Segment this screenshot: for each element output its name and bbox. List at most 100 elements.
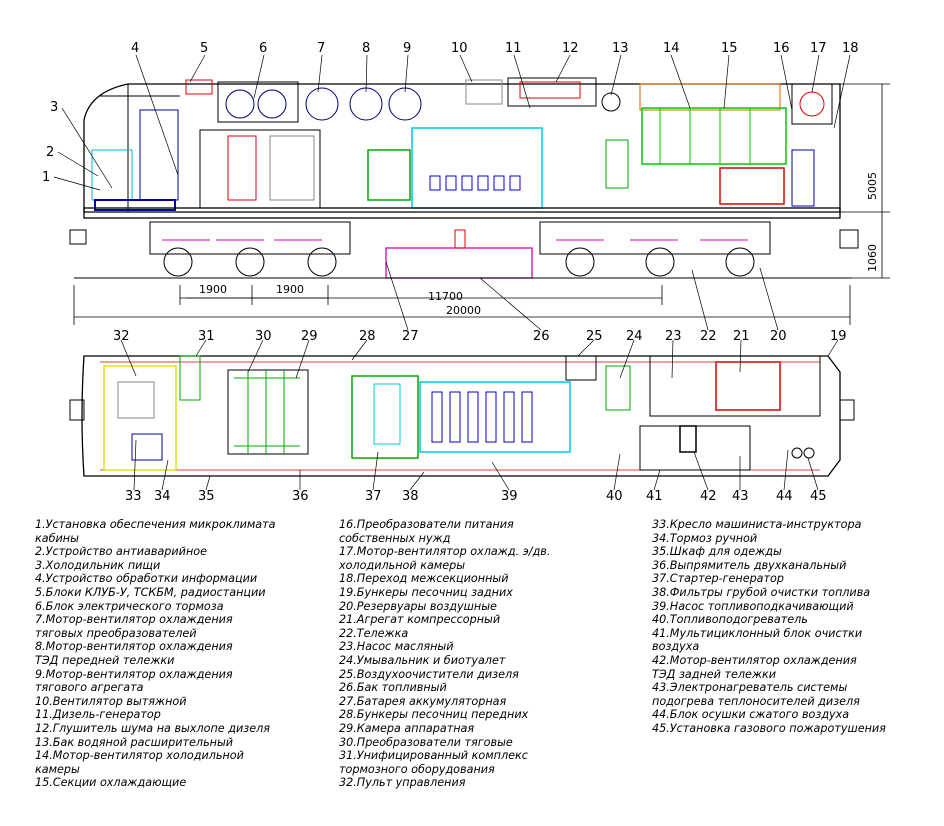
callout-30: 30 bbox=[255, 329, 272, 344]
callout-44: 44 bbox=[776, 489, 793, 504]
legend-item-6: 6.Блок электрического тормоза bbox=[35, 599, 224, 613]
legend-item-26: 26.Бак топливный bbox=[339, 681, 447, 695]
legend-item-25: 25.Воздухоочистители дизеля bbox=[339, 667, 519, 681]
legend-item-13: 13.Бак водяной расширительный bbox=[35, 735, 234, 749]
callout-7: 7 bbox=[317, 41, 325, 56]
callout-9: 9 bbox=[403, 41, 411, 56]
callout-41: 41 bbox=[646, 489, 663, 504]
legend-item-11: 11.Дизель-генератор bbox=[35, 708, 161, 722]
callout-20: 20 bbox=[770, 329, 787, 344]
legend-item-8: 8.Мотор-вентилятор охлаждения ТЭД передн… bbox=[35, 640, 233, 667]
callout-17: 17 bbox=[810, 41, 827, 56]
legend-item-7: 7.Мотор-вентилятор охлаждения тяговых пр… bbox=[35, 613, 233, 640]
legend-item-31: 31.Унифицированный комплекс тормозного о… bbox=[339, 749, 528, 776]
locomotive-drawing: 1900 1900 11700 20000 5005 1060 bbox=[42, 41, 890, 504]
dim-1900-a: 1900 bbox=[199, 283, 227, 296]
callouts-left: 3 2 1 bbox=[42, 100, 58, 185]
legend-item-9: 9.Мотор-вентилятор охлаждения тягового а… bbox=[35, 667, 233, 695]
callout-39: 39 bbox=[501, 489, 518, 504]
legend-item-34: 34.Тормоз ручной bbox=[652, 531, 758, 545]
dim-20000: 20000 bbox=[446, 304, 481, 317]
callout-14: 14 bbox=[663, 41, 680, 56]
legend-item-5: 5.Блоки КЛУБ-У, ТСКБМ, радиостанции bbox=[35, 585, 266, 599]
legend-item-38: 38.Фильтры грубой очистки топлива bbox=[652, 585, 871, 599]
callout-2: 2 bbox=[46, 145, 54, 160]
legend-item-27: 27.Батарея аккумуляторная bbox=[339, 694, 507, 708]
legend-item-3: 3.Холодильник пищи bbox=[35, 558, 161, 572]
callout-11: 11 bbox=[505, 41, 522, 56]
callout-35: 35 bbox=[198, 489, 215, 504]
dimension-lines bbox=[73, 83, 890, 325]
callout-3: 3 bbox=[50, 100, 58, 115]
legend-item-16: 16.Преобразователи питания собственных н… bbox=[339, 518, 514, 545]
dim-1900-b: 1900 bbox=[276, 283, 304, 296]
dim-5005: 5005 bbox=[866, 172, 879, 200]
legend-item-37: 37.Стартер-генератор bbox=[652, 572, 784, 586]
legend-item-39: 39.Насос топливоподкачивающий bbox=[652, 599, 854, 613]
callout-5: 5 bbox=[200, 41, 208, 56]
legend-item-40: 40.Топливоподогреватель bbox=[652, 613, 808, 627]
callout-42: 42 bbox=[700, 489, 717, 504]
legend-item-24: 24.Умывальник и биотуалет bbox=[339, 653, 506, 667]
legend-item-23: 23.Насос масляный bbox=[339, 640, 454, 654]
callout-28: 28 bbox=[359, 329, 376, 344]
callout-36: 36 bbox=[292, 489, 309, 504]
callout-31: 31 bbox=[198, 329, 215, 344]
legend-item-2: 2.Устройство антиаварийное bbox=[35, 545, 207, 559]
legend-item-29: 29.Камера аппаратная bbox=[339, 721, 475, 735]
callouts-top: 4 5 6 7 8 9 10 11 12 13 14 15 16 17 18 bbox=[131, 41, 859, 56]
legend-item-30: 30.Преобразователи тяговые bbox=[339, 735, 513, 749]
legend-item-4: 4.Устройство обработки информации bbox=[35, 572, 258, 586]
callout-24: 24 bbox=[626, 329, 643, 344]
legend-item-18: 18.Переход межсекционный bbox=[339, 572, 509, 586]
callout-23: 23 bbox=[665, 329, 682, 344]
callout-26: 26 bbox=[533, 329, 550, 344]
callout-25: 25 bbox=[586, 329, 603, 344]
callout-16: 16 bbox=[773, 41, 790, 56]
callout-22: 22 bbox=[700, 329, 717, 344]
legend-item-12: 12.Глушитель шума на выхлопе дизеля bbox=[35, 721, 270, 735]
callout-29: 29 bbox=[301, 329, 318, 344]
callout-12: 12 bbox=[562, 41, 579, 56]
callout-45: 45 bbox=[810, 489, 827, 504]
legend-item-41: 41.Мультициклонный блок очистки воздуха bbox=[652, 626, 863, 654]
callout-43: 43 bbox=[732, 489, 749, 504]
legend-item-1: 1.Установка обеспечения микроклимата каб… bbox=[35, 518, 276, 545]
plan-view bbox=[69, 355, 855, 477]
legend-item-21: 21.Агрегат компрессорный bbox=[339, 613, 501, 627]
legend-item-14: 14.Мотор-вентилятор холодильной камеры bbox=[35, 749, 244, 776]
legend-item-45: 45.Установка газового пожаротушения bbox=[652, 721, 886, 735]
callout-13: 13 bbox=[612, 41, 629, 56]
legend-column-3: 33.Кресло машиниста-инструктора 34.Тормо… bbox=[652, 518, 942, 736]
callout-15: 15 bbox=[721, 41, 738, 56]
dim-11700: 11700 bbox=[428, 290, 463, 303]
leader-lines bbox=[53, 54, 851, 491]
legend-column-1: 1.Установка обеспечения микроклимата каб… bbox=[35, 518, 335, 790]
callout-1: 1 bbox=[42, 170, 50, 185]
legend-item-44: 44.Блок осушки сжатого воздуха bbox=[652, 708, 850, 722]
legend-item-42: 42.Мотор-вентилятор охлаждения ТЭД задне… bbox=[652, 653, 857, 681]
callout-34: 34 bbox=[154, 489, 171, 504]
legend-item-17: 17.Мотор-вентилятор охлажд. э/дв. холоди… bbox=[339, 545, 551, 572]
callout-38: 38 bbox=[402, 489, 419, 504]
callout-37: 37 bbox=[365, 489, 382, 504]
legend-column-2: 16.Преобразователи питания собственных н… bbox=[339, 518, 639, 790]
callout-40: 40 bbox=[606, 489, 623, 504]
legend-item-19: 19.Бункеры песочниц задних bbox=[339, 585, 513, 599]
callout-10: 10 bbox=[451, 41, 468, 56]
callout-21: 21 bbox=[733, 329, 750, 344]
dim-1060: 1060 bbox=[866, 244, 879, 272]
callout-32: 32 bbox=[113, 329, 130, 344]
legend-item-28: 28.Бункеры песочниц передних bbox=[339, 708, 529, 722]
callout-33: 33 bbox=[125, 489, 142, 504]
side-view bbox=[69, 77, 859, 279]
callouts-bottom: 33 34 35 36 37 38 39 40 41 42 43 44 45 bbox=[125, 489, 827, 504]
callouts-mid: 32 31 30 29 28 27 26 25 24 23 22 21 20 1… bbox=[113, 329, 847, 344]
legend-item-43: 43.Электронагреватель системы подогрева … bbox=[652, 681, 860, 708]
legend-item-35: 35.Шкаф для одежды bbox=[652, 545, 782, 559]
legend-item-22: 22.Тележка bbox=[339, 626, 409, 640]
callout-6: 6 bbox=[259, 41, 267, 56]
legend-item-15: 15.Секции охлаждающие bbox=[35, 776, 187, 790]
callout-8: 8 bbox=[362, 41, 370, 56]
legend-item-33: 33.Кресло машиниста-инструктора bbox=[652, 518, 862, 531]
